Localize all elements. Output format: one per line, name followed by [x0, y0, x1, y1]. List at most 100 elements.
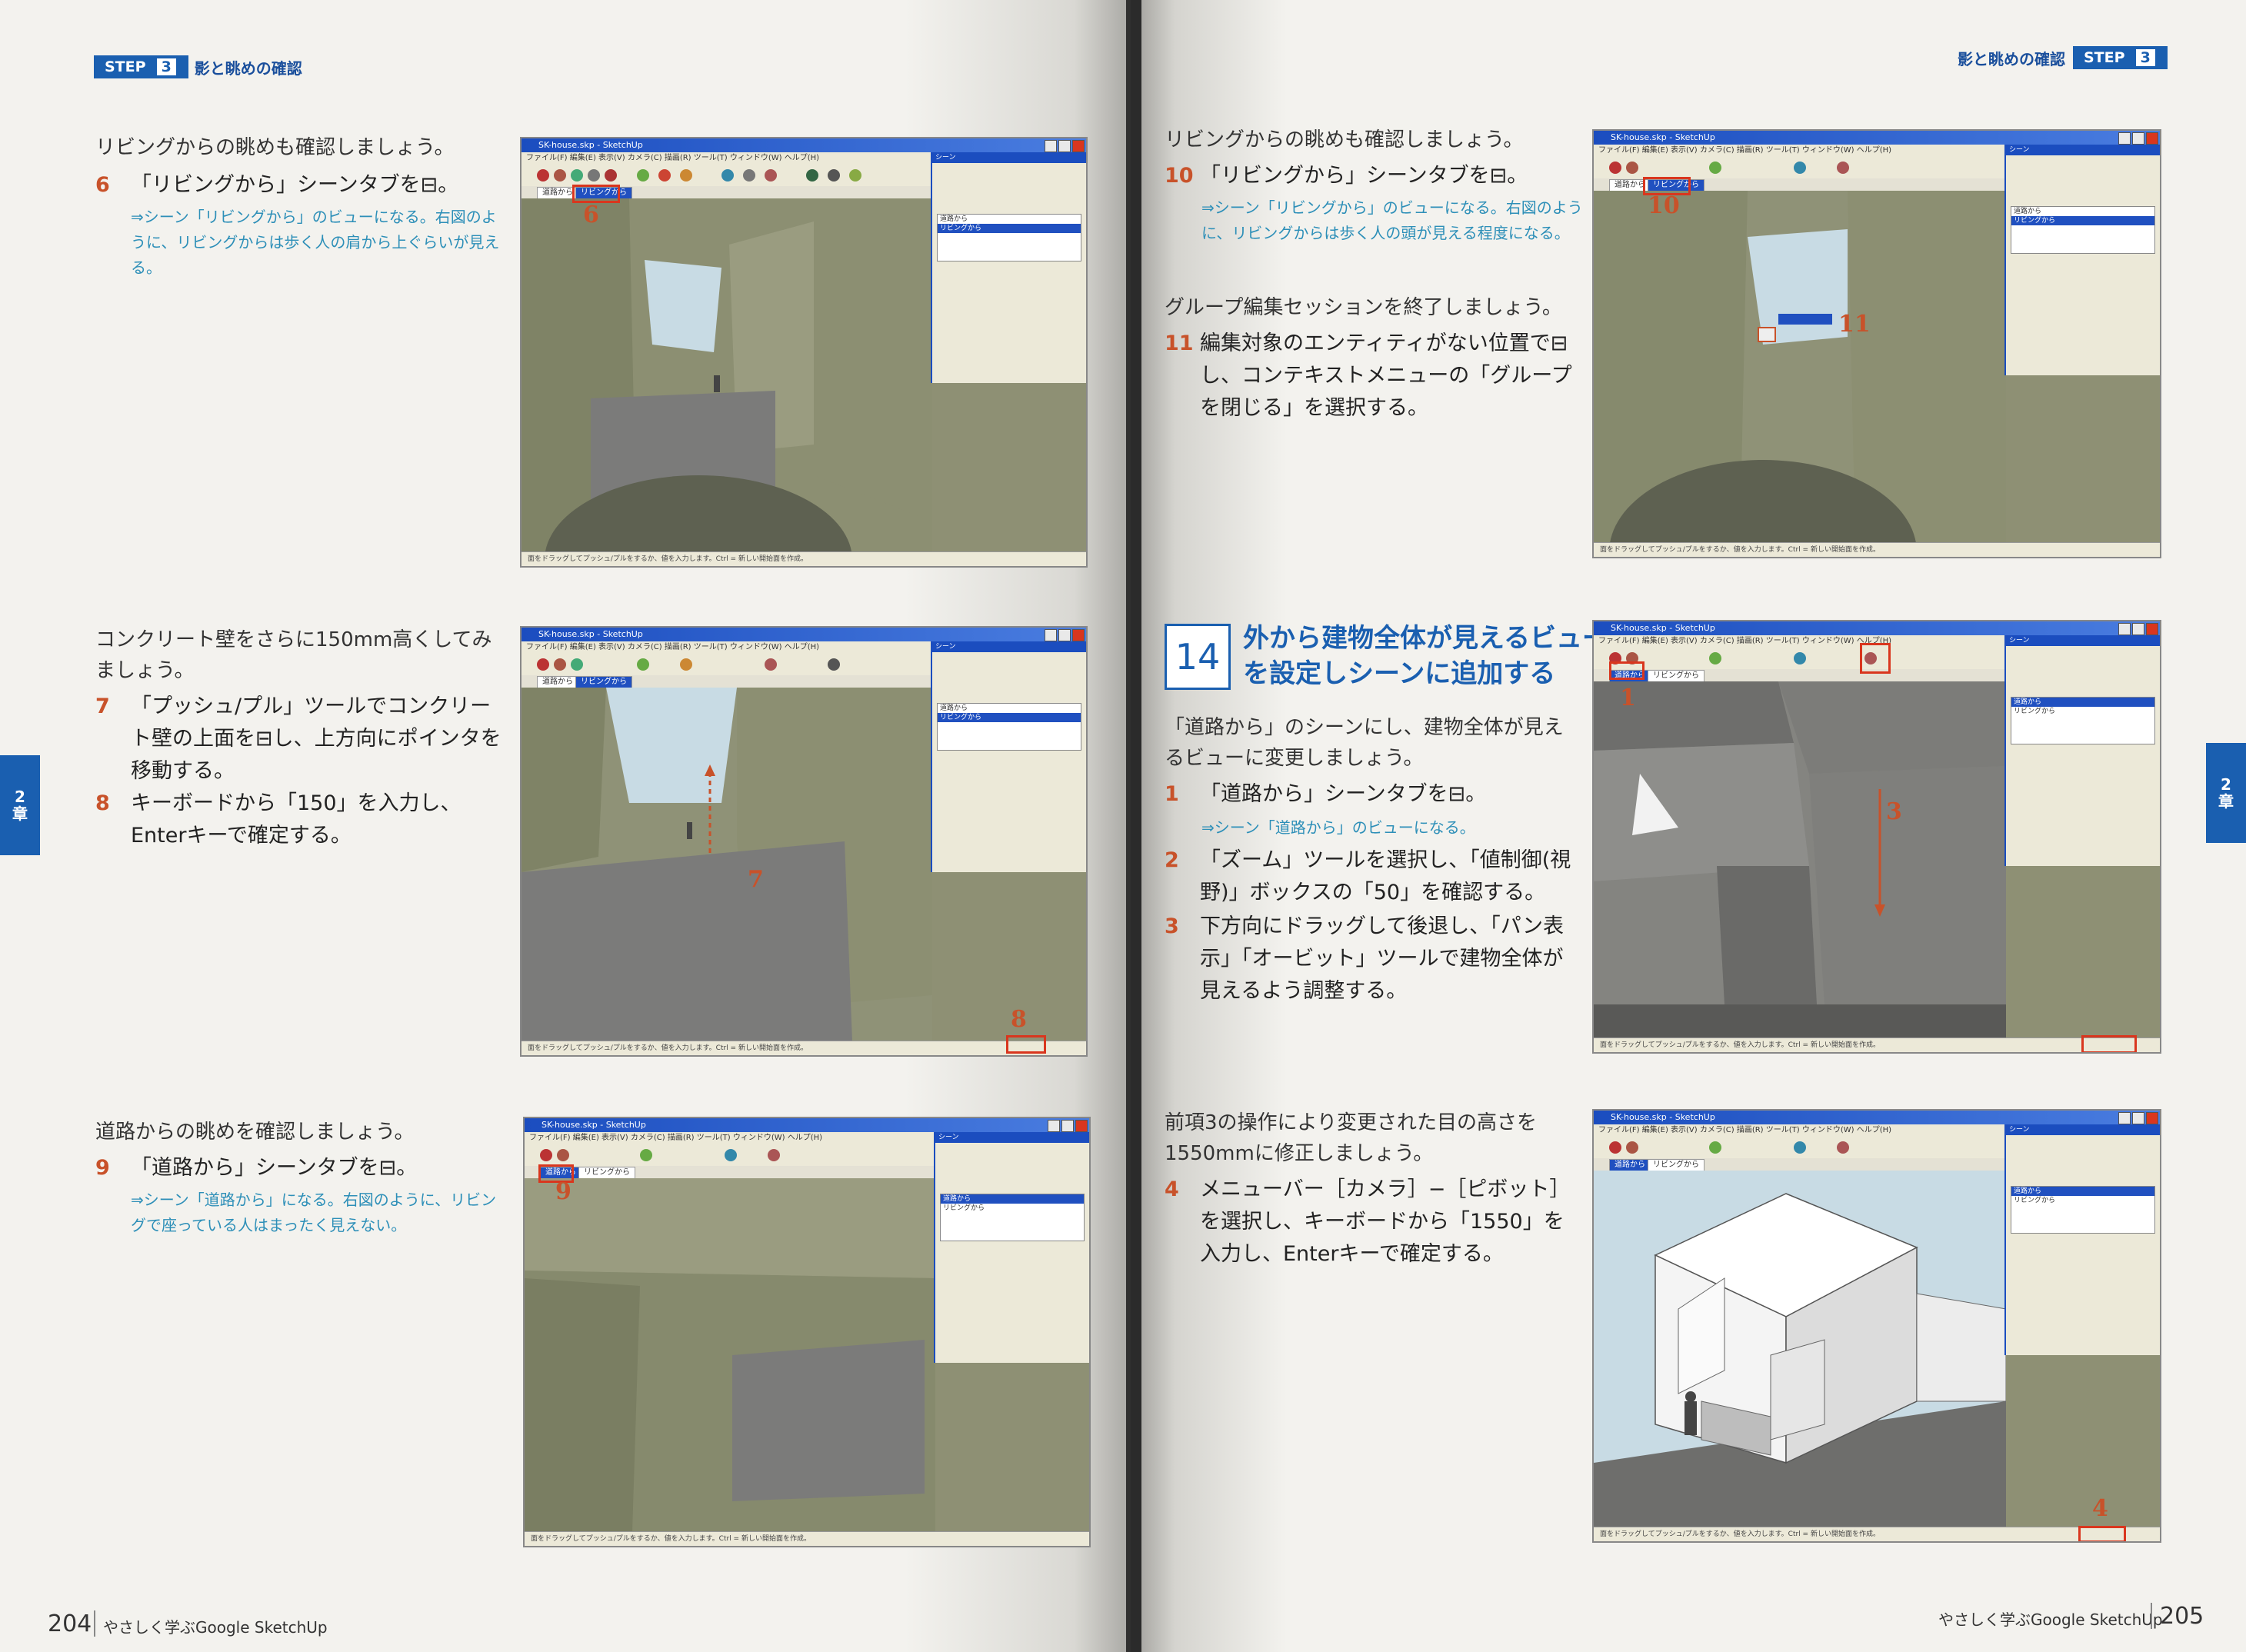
tab-living[interactable]: リビングから [578, 1167, 635, 1179]
scene-list[interactable]: 道路から リビングから [2011, 1186, 2155, 1234]
scene-list[interactable]: 道路から リビングから [2011, 206, 2155, 254]
push-pull-icon [637, 658, 649, 671]
intro-text: コンクリート壁をさらに150mm高くしてみましょう。 [95, 628, 492, 683]
chapter-tab: 2 章 [0, 755, 40, 855]
material-icon [828, 658, 840, 671]
panel-background [932, 872, 1086, 1041]
step-item: 1 「道路から」シーンタブを⊟。 [1165, 778, 1580, 811]
scene-list-item[interactable]: リビングから [2011, 216, 2154, 225]
select-tool-icon [1609, 1141, 1621, 1154]
callout-box [2078, 1526, 2126, 1541]
intro-text: 道路からの眺めを確認しましょう。 [95, 1121, 415, 1144]
callout-number: 9 [555, 1178, 571, 1205]
step-text: メニューバー［カメラ］−［ピボット］を選択し、キーボードから「1550」を入力し… [1200, 1177, 1571, 1266]
scene-render [522, 198, 932, 552]
step-item: 6 「リビングから」シーンタブを⊟。 [95, 169, 511, 202]
scene-list-item[interactable]: リビングから [2014, 708, 2056, 715]
left-page: STEP 3 影と眺めの確認 リビングからの眺めも確認しましょう。 6 「リビン… [0, 0, 1131, 1652]
zoom-icon[interactable] [1864, 652, 1877, 664]
scene-panel: シーン 道路から リビングから [2004, 1124, 2160, 1355]
scene-list-item[interactable]: 道路から [940, 704, 968, 712]
scene-list-item[interactable]: リビングから [938, 224, 1081, 233]
panel-background [932, 383, 1086, 552]
tab-living[interactable]: リビングから [575, 676, 632, 688]
step-text: 「プッシュ/プル」ツールでコンクリート壁の上面を⊟し、上方向にポインタを移動する… [131, 694, 502, 783]
zoom-icon [1837, 162, 1849, 174]
window-titlebar: SK-house.skp - SketchUp [1594, 621, 2160, 635]
intro-text: リビングからの眺めも確認しましょう。 [1165, 128, 1524, 152]
toolbar [522, 165, 932, 187]
step-number: 3 [155, 57, 178, 77]
callout-number: 6 [583, 202, 599, 228]
orbit-icon [1794, 162, 1806, 174]
pencil-tool-icon [554, 658, 566, 671]
model-viewport[interactable] [525, 1178, 935, 1532]
scene-tabs: 道路から リビングから [1594, 669, 2006, 682]
right-page: 影と眺めの確認 STEP 3 リビングからの眺めも確認しましょう。 10 「リビ… [1131, 0, 2246, 1652]
panel-title: シーン [932, 641, 1086, 652]
minimize-icon [1045, 629, 1057, 641]
callout-box [538, 1164, 574, 1183]
window-title: SK-house.skp - SketchUp [1611, 1112, 1715, 1122]
model-viewport[interactable] [522, 688, 932, 1041]
scene-list-item[interactable]: リビングから [943, 1204, 985, 1212]
panel-title: シーン [2006, 1124, 2160, 1135]
callout-box [1860, 643, 1891, 674]
scene-list[interactable]: 道路から リビングから [937, 703, 1081, 751]
section-heading: 14 外から建物全体が見えるビュー を設定しシーンに追加する [1165, 621, 1608, 692]
model-viewport[interactable] [522, 198, 932, 552]
step-label: STEP [2084, 49, 2125, 66]
toolbar [1594, 648, 2006, 670]
callout-box [572, 185, 620, 203]
callout-number: 4 [2092, 1495, 2108, 1522]
zoom-icon [765, 658, 777, 671]
rotate-icon [680, 658, 692, 671]
scene-list[interactable]: 道路から リビングから [937, 214, 1081, 261]
toolbar [1594, 157, 2006, 179]
scene-list-item[interactable]: 道路から [940, 215, 968, 223]
scene-list-item[interactable]: リビングから [2014, 1197, 2056, 1204]
step-text: 「道路から」シーンタブを⊟。 [131, 1156, 418, 1180]
panel-title: シーン [932, 152, 1086, 163]
intro-text: リビングからの眺めも確認しましょう。 [95, 136, 455, 159]
status-bar: 面をドラッグしてプッシュ/プルをするか、値を入力します。Ctrl = 新しい開始… [1594, 1037, 2160, 1052]
step-num: 8 [95, 791, 110, 815]
scene-render [525, 1178, 935, 1532]
scene-list-item[interactable]: 道路から [941, 1194, 1084, 1204]
scene-list-item[interactable]: 道路から [2011, 698, 2154, 707]
select-tool-icon [537, 658, 549, 671]
step-num: 7 [95, 694, 110, 718]
orbit-icon [725, 1149, 737, 1161]
step-num: 2 [1165, 848, 1179, 872]
step-text: 「ズーム」ツールを選択し、「値制御(視野)」ボックスの「50」を確認する。 [1200, 848, 1571, 904]
callout-number: 11 [1838, 311, 1871, 338]
step-item: 2 「ズーム」ツールを選択し、「値制御(視野)」ボックスの「50」を確認する。 [1165, 844, 1580, 909]
callout-box [1609, 661, 1645, 680]
scene-tabs: 道路から リビングから [525, 1166, 935, 1179]
maximize-icon [2132, 623, 2144, 635]
scene-tabs: 道路から リビングから [522, 186, 932, 199]
scene-list[interactable]: 道路から リビングから [940, 1194, 1085, 1241]
tab-road[interactable]: 道路から [537, 676, 578, 688]
tab-living[interactable]: リビングから [1648, 1159, 1704, 1171]
model-viewport[interactable] [1594, 191, 2006, 543]
window-titlebar: SK-house.skp - SketchUp [1594, 131, 2160, 145]
chapter-tab-number: 2 [2221, 775, 2231, 794]
model-viewport[interactable] [1594, 1171, 2006, 1527]
tab-living[interactable]: リビングから [1648, 670, 1704, 682]
orbit-icon [1794, 652, 1806, 664]
chapter-tab: 2 章 [2206, 743, 2246, 843]
toolbar [525, 1144, 935, 1167]
scene-list-item[interactable]: 道路から [2014, 208, 2042, 215]
model-viewport[interactable] [1594, 681, 2006, 1038]
scene-list[interactable]: 道路から リビングから [2011, 697, 2155, 744]
tab-road[interactable]: 道路から [1609, 1159, 1651, 1171]
close-icon [2146, 132, 2158, 145]
callout-number: 1 [1620, 684, 1636, 711]
scene-list-item[interactable]: リビングから [938, 713, 1081, 722]
scene-list-item[interactable]: 道路から [2011, 1187, 2154, 1196]
chapter-tab-label: 章 [12, 804, 28, 823]
pencil-tool-icon [1626, 162, 1638, 174]
scene-render [1594, 681, 2006, 1038]
move-icon [658, 169, 671, 182]
